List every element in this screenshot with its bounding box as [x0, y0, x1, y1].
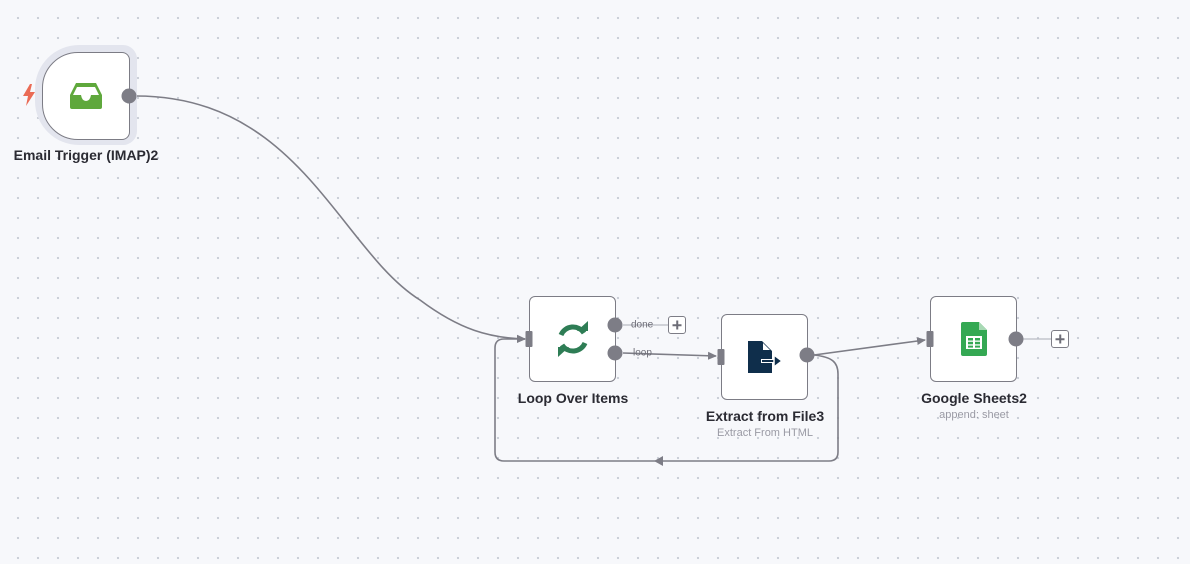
- sheets-input-port[interactable]: [926, 331, 934, 347]
- node-google-sheets[interactable]: [930, 296, 1017, 382]
- lightning-bolt-icon: [23, 84, 35, 106]
- sheets-output-port[interactable]: [1008, 331, 1024, 347]
- edge-extract-back-to-loop[interactable]: [494, 335, 839, 462]
- email-trigger-label: Email Trigger (IMAP)2: [13, 147, 159, 163]
- edge-loop-to-extract[interactable]: [622, 351, 717, 360]
- email-trigger-output-port[interactable]: [121, 88, 137, 104]
- extract-label: Extract from File3: [705, 408, 825, 424]
- google-sheets-icon: [960, 322, 987, 356]
- loop-input-port[interactable]: [525, 331, 533, 347]
- node-extract-from-file[interactable]: [721, 314, 808, 400]
- node-loop-over-items[interactable]: [529, 296, 616, 382]
- edge-extract-to-sheets[interactable]: [813, 337, 926, 356]
- edge-trigger-to-loop[interactable]: [135, 95, 526, 343]
- loop-loop-output-port[interactable]: [607, 345, 623, 361]
- edge-back-arrow-mark: [654, 456, 663, 466]
- refresh-arrows-icon: [557, 321, 588, 357]
- file-export-icon: [747, 341, 783, 373]
- extract-subtitle: Extract From HTML: [717, 427, 813, 439]
- loop-done-output-port[interactable]: [607, 317, 623, 333]
- extract-input-port[interactable]: [717, 349, 725, 365]
- loop-label: Loop Over Items: [517, 390, 629, 406]
- loop-done-label: done: [631, 319, 654, 331]
- node-email-trigger[interactable]: [42, 52, 130, 140]
- sheets-subtitle: append: sheet: [939, 409, 1009, 421]
- sheets-add-button[interactable]: [1051, 330, 1069, 348]
- loop-done-add-button[interactable]: [668, 316, 686, 334]
- sheets-label: Google Sheets2: [921, 390, 1027, 406]
- loop-loop-label: loop: [633, 347, 652, 359]
- extract-output-port[interactable]: [799, 347, 815, 363]
- inbox-tray-icon: [70, 83, 102, 109]
